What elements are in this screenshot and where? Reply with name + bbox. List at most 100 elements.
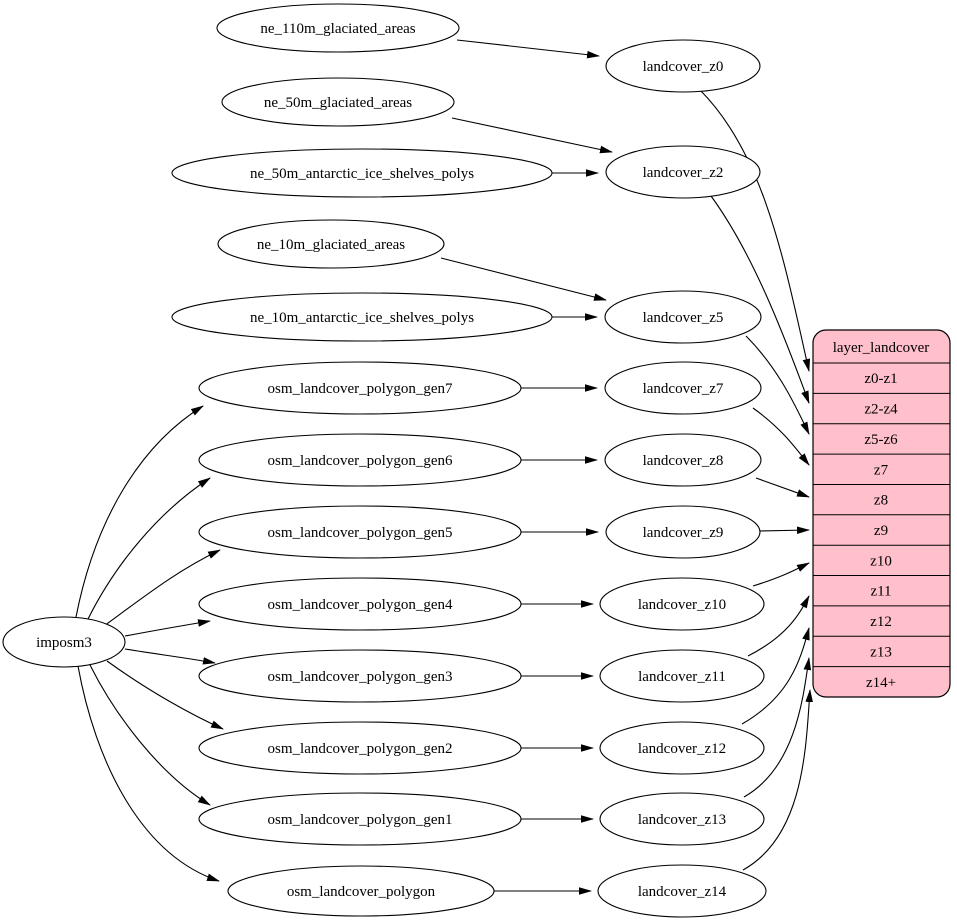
table-row-z14plus: z14+ [866,675,896,691]
edge-imposm3-to-gen6 [87,477,211,620]
node-osm-landcover-polygon-gen6: osm_landcover_polygon_gen6 [198,433,522,487]
edge-z12-to-row-z12 [741,627,810,725]
ne10m-antarctic-ellipse [171,292,553,342]
gen5-ellipse [198,505,522,559]
landcover-z2-label: landcover_z2 [643,165,724,181]
landcover-z8-label: landcover_z8 [643,453,724,469]
table-row-z9: z9 [874,523,888,539]
landcover-z14-label: landcover_z14 [638,884,727,900]
landcover-z7-ellipse [604,361,762,415]
edge-z7-to-row-z7 [752,407,810,466]
node-landcover-z14: landcover_z14 [597,864,767,918]
gen1-ellipse [198,792,522,846]
node-landcover-z7: landcover_z7 [604,361,762,415]
gen2-ellipse [198,721,522,775]
edge-ne110m-to-landcover-z0 [456,39,600,59]
landcover-z5-label: landcover_z5 [643,310,724,326]
ne110m-ellipse [216,3,460,53]
layer-landcover-table: layer_landcover z0-z1 z2-z4 z5-z6 z7 z8 … [812,329,951,698]
edge-z14-to-row-z14plus [742,689,813,871]
landcover-z11-ellipse [599,649,765,703]
node-landcover-z2: landcover_z2 [605,145,761,199]
gen5-label: osm_landcover_polygon_gen5 [268,525,453,541]
landcover-z9-label: landcover_z9 [643,525,724,541]
landcover-z10-label: landcover_z10 [638,597,726,613]
landcover-z10-ellipse [599,577,765,631]
table-row-z5-z6: z5-z6 [864,432,898,448]
table-row-z2-z4: z2-z4 [864,402,898,418]
edge-z10-to-row-z10 [752,562,810,587]
node-osm-landcover-polygon-gen4: osm_landcover_polygon_gen4 [198,577,522,631]
ne50m-antarctic-label: ne_50m_antarctic_ice_shelves_polys [250,166,474,182]
imposm3-ellipse [2,616,126,668]
edge-ne50m-to-landcover-z2 [451,117,613,154]
node-ne110m-glaciated-areas: ne_110m_glaciated_areas [216,3,460,53]
node-imposm3: imposm3 [2,616,126,668]
ne10m-antarctic-label: ne_10m_antarctic_ice_shelves_polys [250,310,474,326]
node-osm-landcover-polygon-gen5: osm_landcover_polygon_gen5 [198,505,522,559]
landcover-z13-ellipse [599,792,765,846]
edge-z5-to-row-z5-z6 [745,335,810,435]
table-row-z11: z11 [870,584,891,600]
landcover-z11-label: landcover_z11 [638,669,726,685]
gen7-label: osm_landcover_polygon_gen7 [268,381,453,397]
landcover-z14-ellipse [597,864,767,918]
edge-imposm3-to-gen3 [124,648,216,665]
edge-imposm3-to-polygon [77,665,220,882]
layer-landcover-table-outline [812,329,951,698]
landcover-z13-label: landcover_z13 [638,812,726,828]
table-row-z12: z12 [870,614,892,630]
edge-imposm3-to-gen5 [103,549,221,627]
node-landcover-z11: landcover_z11 [599,649,765,703]
gen6-ellipse [198,433,522,487]
edge-z8-to-row-z8 [755,477,810,498]
edge-z9-to-row-z9 [759,526,810,535]
edge-ne10m-to-landcover-z5 [440,257,607,301]
node-ne50m-antarctic-ice-shelves-polys: ne_50m_antarctic_ice_shelves_polys [171,148,553,198]
edge-z0-to-row-z0-z1 [699,89,811,372]
table-row-z8: z8 [874,493,888,509]
table-row-z0-z1: z0-z1 [864,371,897,387]
node-osm-landcover-polygon-gen3: osm_landcover_polygon_gen3 [198,649,522,703]
table-title: layer_landcover [833,340,930,356]
gen2-label: osm_landcover_polygon_gen2 [268,741,453,757]
gen4-ellipse [198,577,522,631]
ne110m-label: ne_110m_glaciated_areas [260,21,415,37]
node-landcover-z0: landcover_z0 [605,39,761,93]
landcover-z9-ellipse [605,505,761,559]
node-landcover-z9: landcover_z9 [605,505,761,559]
node-ne50m-glaciated-areas: ne_50m_glaciated_areas [221,77,455,127]
polygon-label: osm_landcover_polygon [287,884,436,900]
gen1-label: osm_landcover_polygon_gen1 [268,812,453,828]
landcover-z0-ellipse [605,39,761,93]
landcover-z12-ellipse [599,721,765,775]
table-row-z7: z7 [874,463,889,479]
imposm3-label: imposm3 [36,635,92,651]
edge-z13-to-row-z13 [743,657,812,798]
gen3-label: osm_landcover_polygon_gen3 [268,669,453,685]
landcover-z12-label: landcover_z12 [638,741,726,757]
edge-z11-to-row-z11 [747,595,810,657]
edge-imposm3-to-gen4 [124,619,211,637]
gen7-ellipse [198,361,522,415]
ne10m-label: ne_10m_glaciated_areas [257,237,405,253]
landcover-z0-label: landcover_z0 [643,59,724,75]
landcover-z8-ellipse [604,433,762,487]
edges [75,39,813,895]
node-ne10m-glaciated-areas: ne_10m_glaciated_areas [217,219,445,269]
edge-imposm3-to-gen1 [89,664,211,806]
edge-imposm3-to-gen2 [106,660,224,730]
edge-imposm3-to-gen7 [75,405,204,618]
table-row-z13: z13 [870,645,892,661]
landcover-z2-ellipse [605,145,761,199]
ne50m-antarctic-ellipse [171,148,553,198]
ne10m-ellipse [217,219,445,269]
node-ne10m-antarctic-ice-shelves-polys: ne_10m_antarctic_ice_shelves_polys [171,292,553,342]
table-row-z10: z10 [870,554,892,570]
gen4-label: osm_landcover_polygon_gen4 [268,597,453,613]
node-landcover-z10: landcover_z10 [599,577,765,631]
node-landcover-z5: landcover_z5 [604,290,762,344]
node-osm-landcover-polygon-gen2: osm_landcover_polygon_gen2 [198,721,522,775]
node-landcover-z8: landcover_z8 [604,433,762,487]
